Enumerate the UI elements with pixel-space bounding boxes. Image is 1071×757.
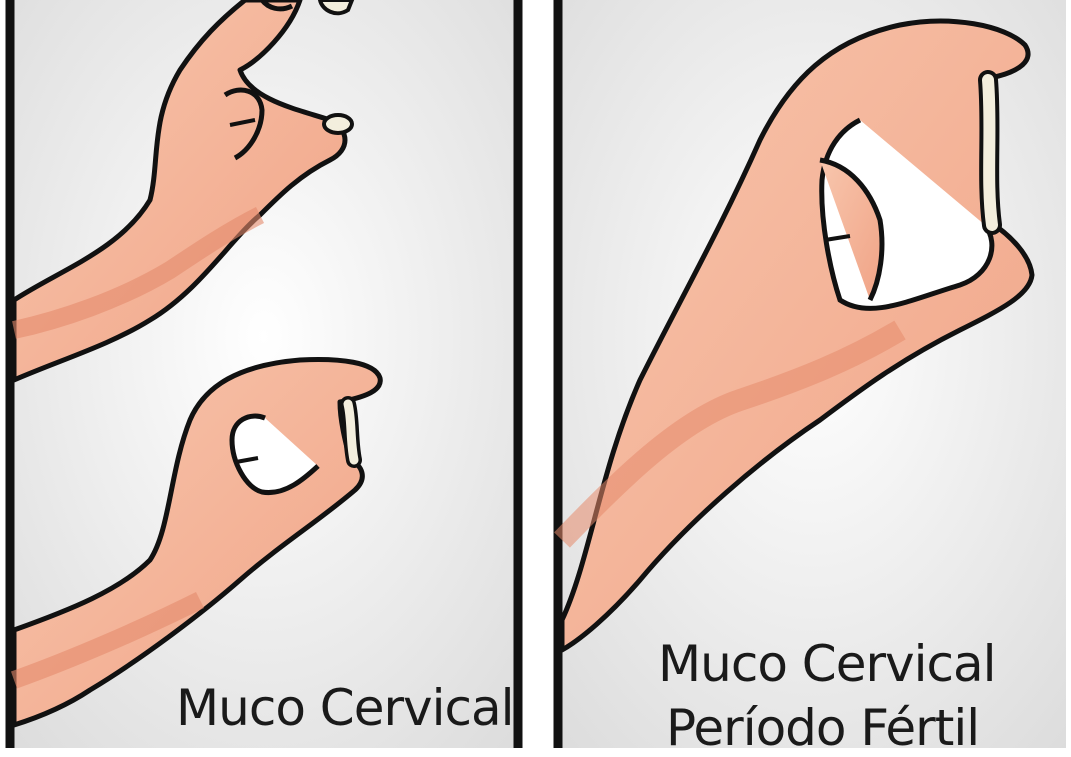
left-panel [10, 0, 518, 748]
right-caption-line1: Muco Cervical [658, 636, 996, 692]
left-caption: Muco Cervical [176, 680, 514, 736]
